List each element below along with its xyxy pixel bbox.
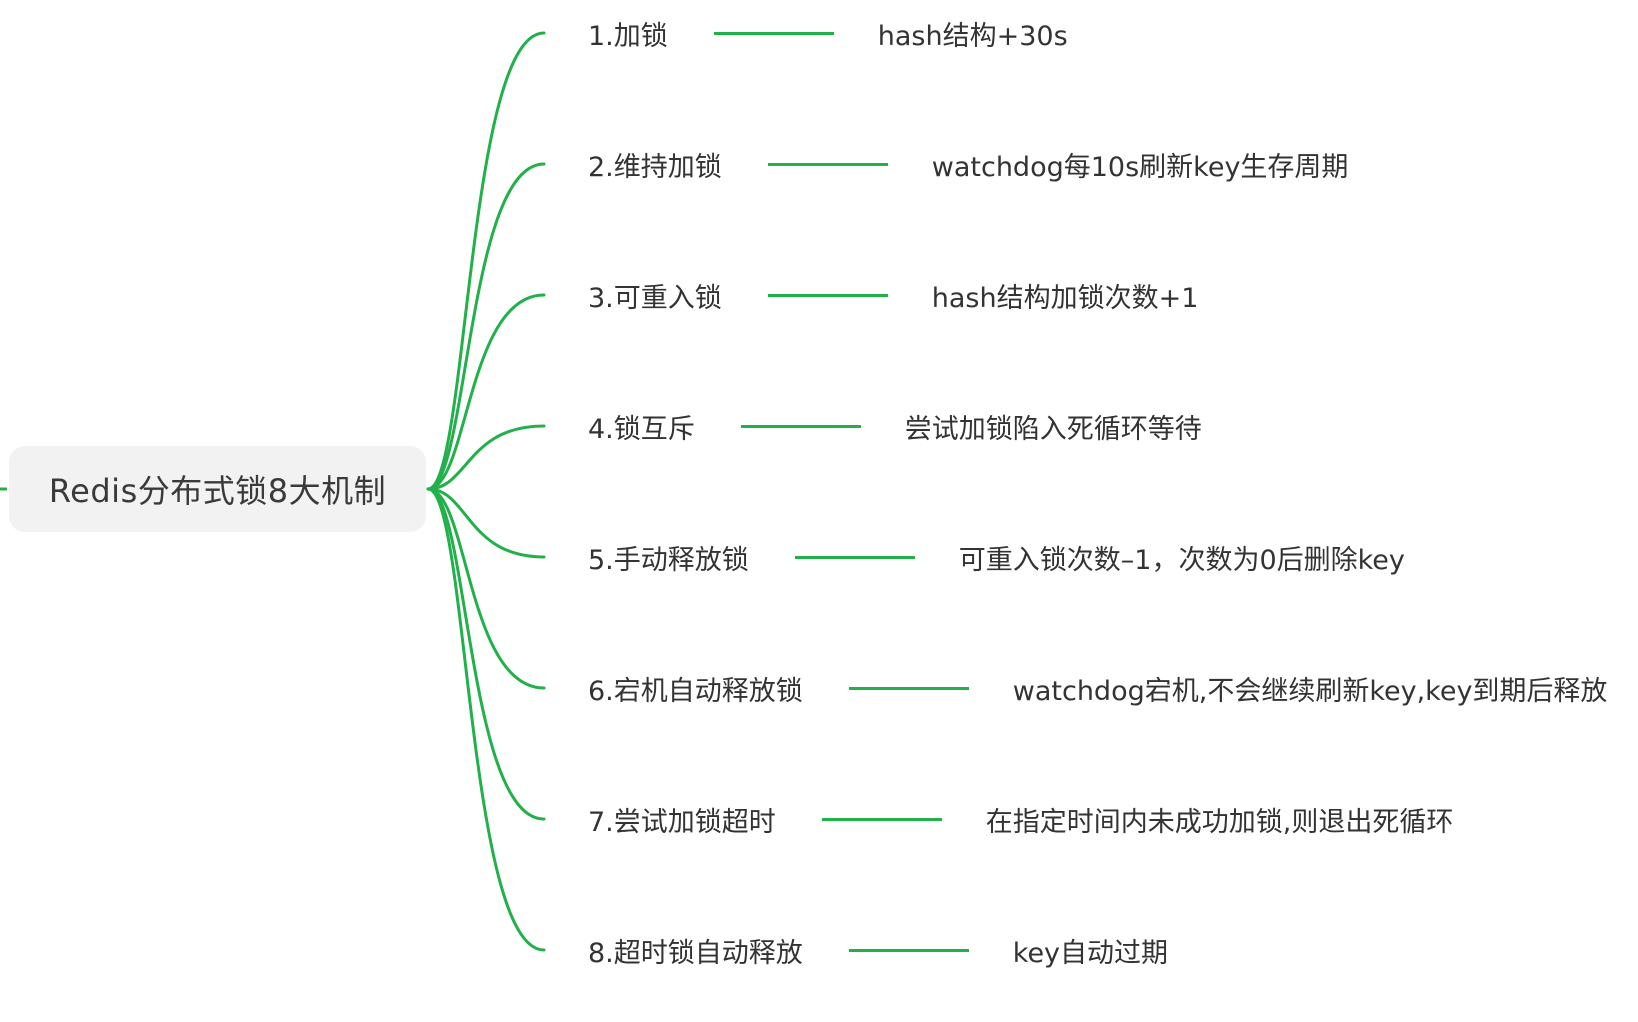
branch-node-7[interactable]: 7.尝试加锁超时 在指定时间内未成功加锁,则退出死循环 (588, 799, 1453, 839)
branch-connector (740, 424, 861, 428)
branch-label: 3.可重入锁 (588, 282, 722, 314)
branch-label: 5.手动释放锁 (588, 544, 749, 576)
branch-detail: watchdog宕机,不会继续刷新key,key到期后释放 (1012, 675, 1608, 707)
branch-detail: hash结构加锁次数+1 (931, 282, 1199, 314)
branch-node-2[interactable]: 2.维持加锁 watchdog每10s刷新key生存周期 (588, 144, 1348, 184)
branch-edge-3 (426, 293, 546, 491)
branch-detail: 在指定时间内未成功加锁,则退出死循环 (985, 806, 1454, 838)
branch-node-3[interactable]: 3.可重入锁 hash结构加锁次数+1 (588, 275, 1198, 315)
branch-detail: 尝试加锁陷入死循环等待 (904, 413, 1202, 445)
branch-edge-2 (426, 162, 546, 491)
branch-connector (848, 686, 969, 690)
branch-detail: 可重入锁次数–1，次数为0后删除key (958, 544, 1405, 576)
branch-node-6[interactable]: 6.宕机自动释放锁 watchdog宕机,不会继续刷新key,key到期后释放 (588, 668, 1607, 708)
branch-label: 6.宕机自动释放锁 (588, 675, 803, 707)
branch-detail: key自动过期 (1012, 937, 1169, 969)
branch-connector (767, 162, 888, 166)
branch-connector (713, 31, 834, 35)
branch-detail: hash结构+30s (877, 20, 1068, 52)
branch-edge-1 (426, 31, 546, 491)
root-node-label: Redis分布式锁8大机制 (48, 472, 387, 510)
branch-label: 2.维持加锁 (588, 151, 722, 183)
root-node[interactable]: Redis分布式锁8大机制 (9, 446, 426, 532)
branch-edge-5 (426, 487, 546, 559)
branch-node-8[interactable]: 8.超时锁自动释放 key自动过期 (588, 930, 1168, 970)
branch-connector (821, 817, 942, 821)
branch-label: 8.超时锁自动释放 (588, 937, 803, 969)
branch-edge-7 (426, 487, 546, 821)
branch-connector (848, 948, 969, 952)
branch-connector (767, 293, 888, 297)
branch-node-1[interactable]: 1.加锁 hash结构+30s (588, 13, 1068, 53)
branch-detail: watchdog每10s刷新key生存周期 (931, 151, 1349, 183)
branch-node-5[interactable]: 5.手动释放锁 可重入锁次数–1，次数为0后删除key (588, 537, 1405, 577)
branch-connector (794, 555, 915, 559)
branch-edge-8 (426, 487, 546, 952)
branch-label: 7.尝试加锁超时 (588, 806, 776, 838)
branch-label: 4.锁互斥 (588, 413, 695, 445)
branch-edge-6 (426, 487, 546, 690)
branch-label: 1.加锁 (588, 20, 668, 52)
branch-edge-4 (426, 424, 546, 491)
branch-node-4[interactable]: 4.锁互斥 尝试加锁陷入死循环等待 (588, 406, 1202, 446)
